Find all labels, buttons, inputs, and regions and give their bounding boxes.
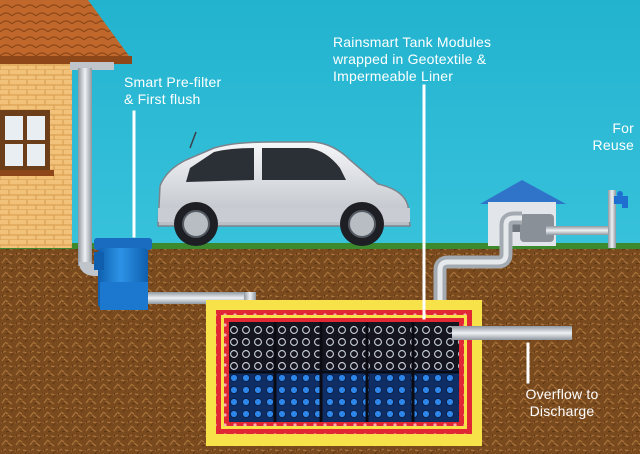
overflow-pipe-icon: [452, 326, 572, 340]
tank-system: [206, 300, 482, 446]
reuse-label: For Reuse: [588, 120, 634, 154]
tank-label-line-1: Rainsmart Tank Modules: [333, 34, 491, 51]
reuse-label-line-1: For: [588, 120, 634, 137]
tank-modules-label: Rainsmart Tank Modules wrapped in Geotex…: [333, 34, 491, 85]
prefilter-label-line-2: & First flush: [124, 91, 221, 108]
tank-label-line-2: wrapped in Geotextile &: [333, 51, 491, 68]
tank-label-line-3: Impermeable Liner: [333, 68, 491, 85]
prefilter-box-icon: [94, 238, 152, 310]
prefilter-label-line-1: Smart Pre-filter: [124, 74, 221, 91]
overflow-label: Overflow to Discharge: [516, 386, 608, 420]
overflow-label-line-2: Discharge: [516, 403, 608, 420]
prefilter-label: Smart Pre-filter & First flush: [124, 74, 221, 108]
stored-water: [229, 370, 459, 422]
overflow-label-line-1: Overflow to: [516, 386, 608, 403]
reuse-label-line-2: Reuse: [588, 137, 634, 154]
